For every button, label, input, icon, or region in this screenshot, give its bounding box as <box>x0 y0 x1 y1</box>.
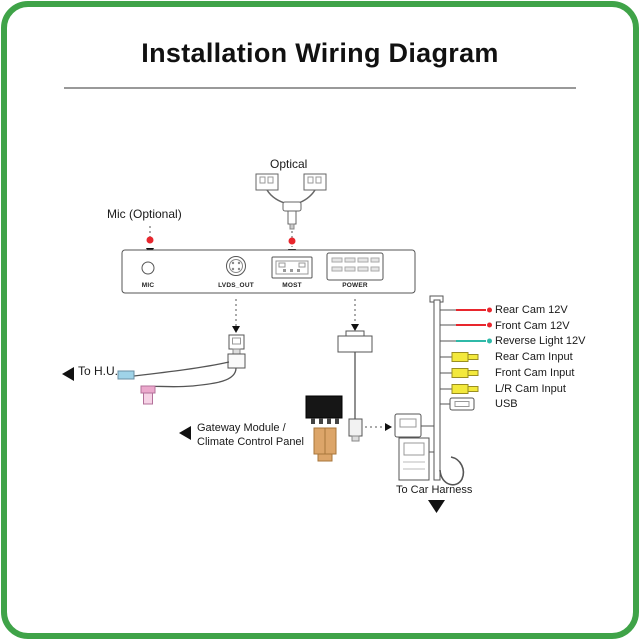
harness-label-rear-cam-12v: Rear Cam 12V <box>495 304 568 316</box>
most-red-dot <box>288 237 296 245</box>
lvds-out-port-icon <box>226 256 246 276</box>
arrowhead-down-icon <box>232 326 240 333</box>
gateway-module-label-line1: Gateway Module / <box>197 422 286 434</box>
port-label-power: POWER <box>342 282 368 289</box>
to-hu-label: To H.U. <box>78 364 119 378</box>
port-label-mic: MIC <box>141 282 155 289</box>
gateway-arrow-icon <box>179 426 191 440</box>
blue-connector <box>117 370 135 380</box>
rear-cam-input-rca <box>440 352 479 362</box>
harness-trunk <box>433 299 441 481</box>
arrowhead-right-icon <box>385 423 392 431</box>
lvds-cable <box>62 334 246 405</box>
mic-optional-label: Mic (Optional) <box>107 207 182 221</box>
mic-port-icon <box>141 261 155 275</box>
lvds-down-arrow <box>232 299 240 333</box>
optical-label: Optical <box>270 157 308 171</box>
front-cam-input-rca <box>440 368 479 378</box>
optical-connector <box>255 173 327 230</box>
harness-label-usb: USB <box>495 398 518 410</box>
most-port-icon <box>271 256 313 279</box>
harness-white-plug <box>394 413 434 438</box>
harness-label-lr-cam-input: L/R Cam Input <box>495 383 566 395</box>
port-label-most: MOST <box>282 282 302 289</box>
power-down-arrow <box>351 299 359 331</box>
usb-connector <box>440 397 475 411</box>
harness-label-front-cam-12v: Front Cam 12V <box>495 320 570 332</box>
harness-label-rear-cam-input: Rear Cam Input <box>495 351 573 363</box>
gateway-module-label-line2: Climate Control Panel <box>197 436 304 448</box>
head-unit <box>121 249 416 294</box>
pink-connector-top <box>140 385 156 394</box>
power-port-icon <box>326 252 384 281</box>
arrowhead-down-icon <box>351 324 359 331</box>
harness-label-front-cam-input: Front Cam Input <box>495 367 575 379</box>
harness-label-reverse-light-12v: Reverse Light 12V <box>495 335 586 347</box>
gateway-black-connector <box>305 395 343 419</box>
gateway-module <box>179 395 343 462</box>
harness-hook-cable <box>439 456 465 486</box>
to-car-harness-arrow-icon <box>428 500 445 513</box>
to-hu-arrow-icon <box>62 367 74 381</box>
pink-connector-body <box>143 392 153 405</box>
to-car-harness-label: To Car Harness <box>396 484 473 496</box>
car-harness <box>394 295 492 513</box>
mic-red-dot <box>146 236 154 244</box>
harness-connector-box <box>398 437 434 481</box>
power-cable <box>337 330 392 442</box>
page-title: Installation Wiring Diagram <box>141 38 499 68</box>
lr-cam-input-rca <box>440 384 479 394</box>
port-label-lvds-out: LVDS_OUT <box>218 282 254 289</box>
